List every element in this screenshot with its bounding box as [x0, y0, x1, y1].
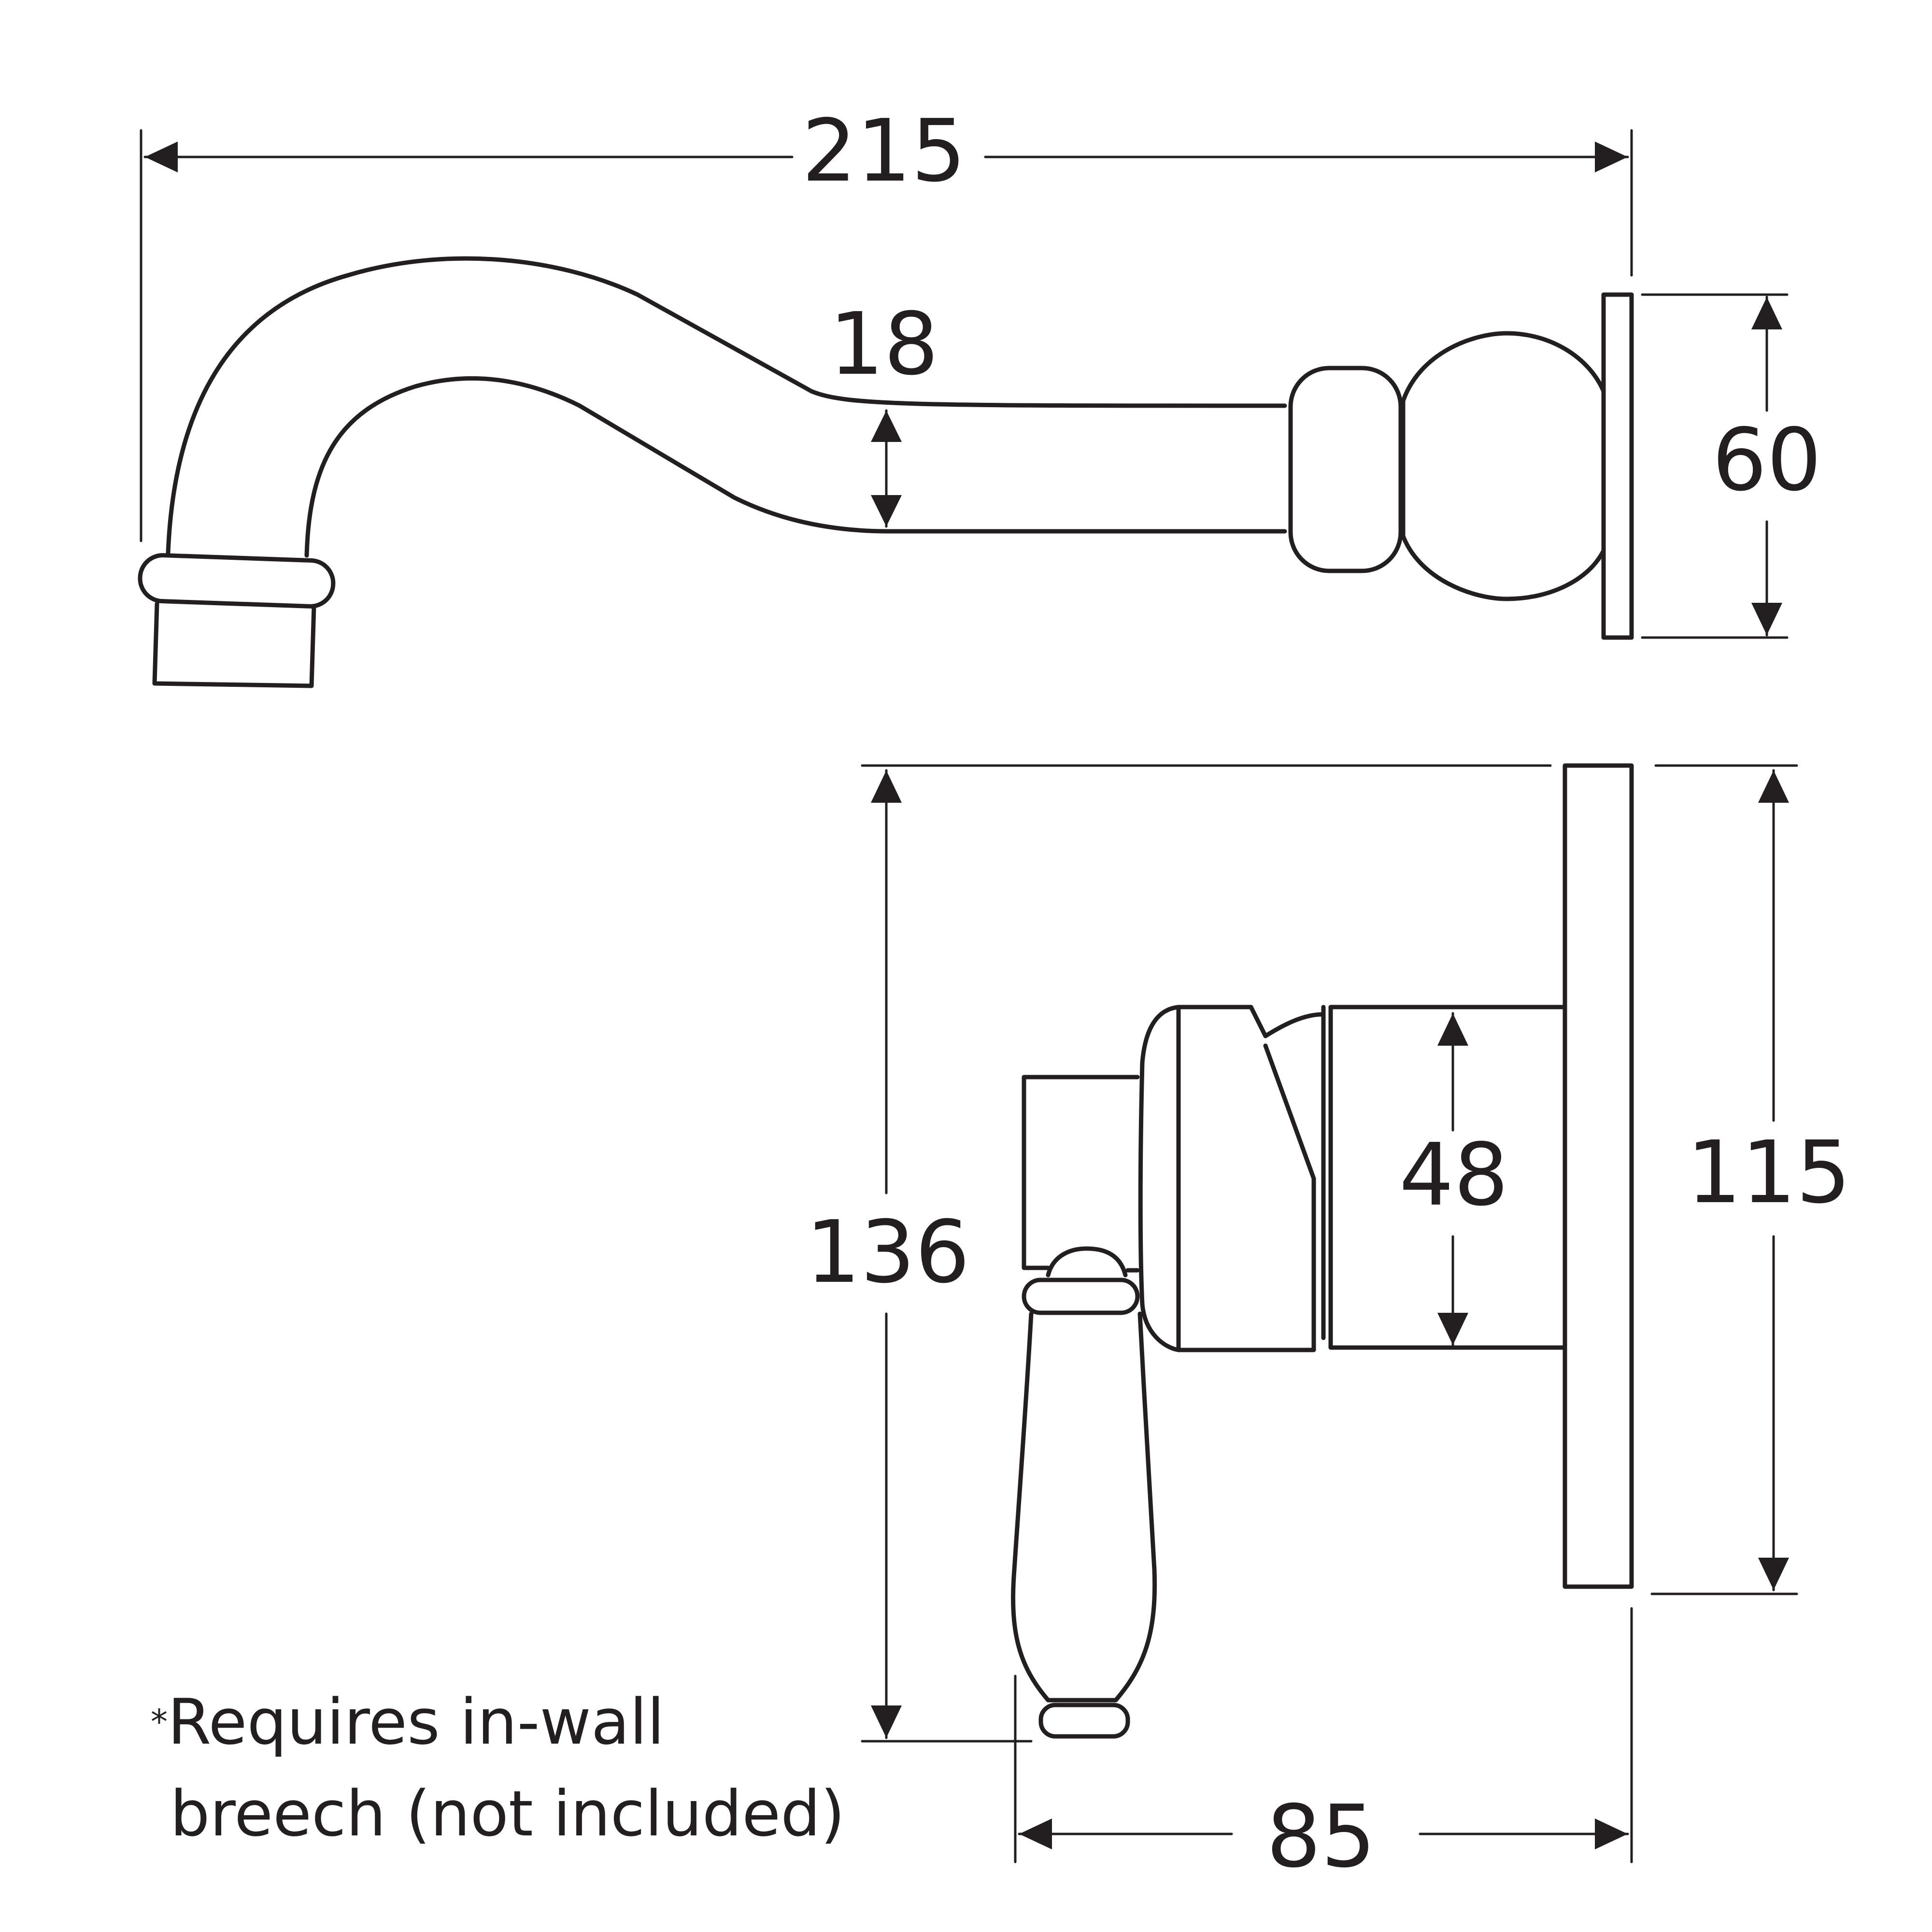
spout-ball [1401, 331, 1606, 601]
dimension-label-60: 60 [1712, 410, 1822, 510]
dimension-85: 85 [1014, 1607, 1633, 1887]
mixer-lever-body [1138, 1005, 1326, 1352]
dimension-label-136: 136 [806, 1202, 970, 1302]
mixer-lever-handle [1011, 1311, 1157, 1703]
note-asterisk: * [151, 1702, 168, 1742]
spout-outer-curve [166, 256, 1287, 555]
installation-note-line-1: *Requires in-wall [151, 1685, 665, 1759]
mixer-stem-plate [1022, 1075, 1140, 1273]
dimension-label-18: 18 [829, 294, 939, 394]
dimension-215: 215 [140, 101, 1633, 542]
spout-outline [138, 256, 1634, 688]
dimension-60: 60 [1641, 293, 1822, 639]
mixer-lever-tip [1038, 1703, 1130, 1739]
spout-collar [1288, 366, 1403, 573]
spout-inner-curve [304, 376, 1287, 558]
spout-aerator-ring [138, 553, 336, 609]
dimension-115: 115 [1650, 764, 1851, 1595]
dimension-label-85: 85 [1266, 1787, 1376, 1887]
installation-note-line-2: breech (not included) [170, 1777, 845, 1850]
dimension-label-215: 215 [802, 101, 966, 201]
mixer-lever-collar [1022, 1278, 1140, 1315]
spout-wall-flange [1601, 292, 1634, 640]
installation-note: *Requires in-wall breech (not included) [151, 1676, 972, 1860]
spout-outlet [152, 601, 316, 688]
dimension-label-48: 48 [1399, 1125, 1509, 1225]
dimension-label-115: 115 [1687, 1122, 1851, 1222]
mixer-wall-plate [1563, 763, 1634, 1589]
dimension-48: 48 [1399, 1012, 1509, 1347]
dimension-18: 18 [829, 294, 939, 528]
mixer-lever-cap [1046, 1246, 1128, 1278]
dimension-136: 136 [806, 764, 1552, 1743]
mixer-body [1328, 1005, 1567, 1350]
mixer-outline [1011, 763, 1634, 1739]
